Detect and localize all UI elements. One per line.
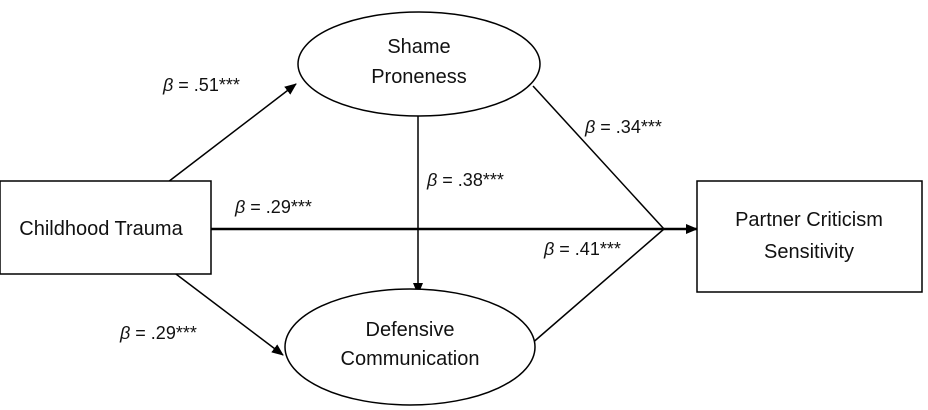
node-box xyxy=(0,180,212,275)
coef-trauma-shame: β = .51*** xyxy=(162,75,240,95)
node-childhood-trauma: Childhood Trauma xyxy=(0,180,212,275)
node-ellipse xyxy=(284,288,536,406)
node-label: Sensitivity xyxy=(764,241,854,263)
coef-defensive-partner: β = .41*** xyxy=(543,239,621,259)
node-box xyxy=(696,180,923,293)
coef-trauma-partner: β = .29*** xyxy=(234,197,312,217)
node-defensive-communication: Defensive Communication xyxy=(284,288,536,406)
path-trauma-to-defensive xyxy=(167,267,284,356)
node-label: Defensive xyxy=(366,319,455,341)
node-ellipse xyxy=(297,11,541,117)
coef-shame-partner: β = .34*** xyxy=(584,117,662,137)
node-label: Childhood Trauma xyxy=(19,218,183,240)
node-label: Shame xyxy=(387,36,450,58)
path-trauma-to-shame xyxy=(167,83,297,183)
node-label: Communication xyxy=(341,348,480,370)
node-label: Partner Criticism xyxy=(735,209,883,231)
coef-shame-defensive: β = .38*** xyxy=(426,170,504,190)
coef-trauma-defensive: β = .29*** xyxy=(119,323,197,343)
node-partner-criticism-sensitivity: Partner Criticism Sensitivity xyxy=(696,180,923,293)
node-label: Proneness xyxy=(371,66,467,88)
path-defensive-to-junction xyxy=(529,228,665,346)
node-shame-proneness: Shame Proneness xyxy=(297,11,541,117)
path-shame-to-junction xyxy=(532,85,665,230)
